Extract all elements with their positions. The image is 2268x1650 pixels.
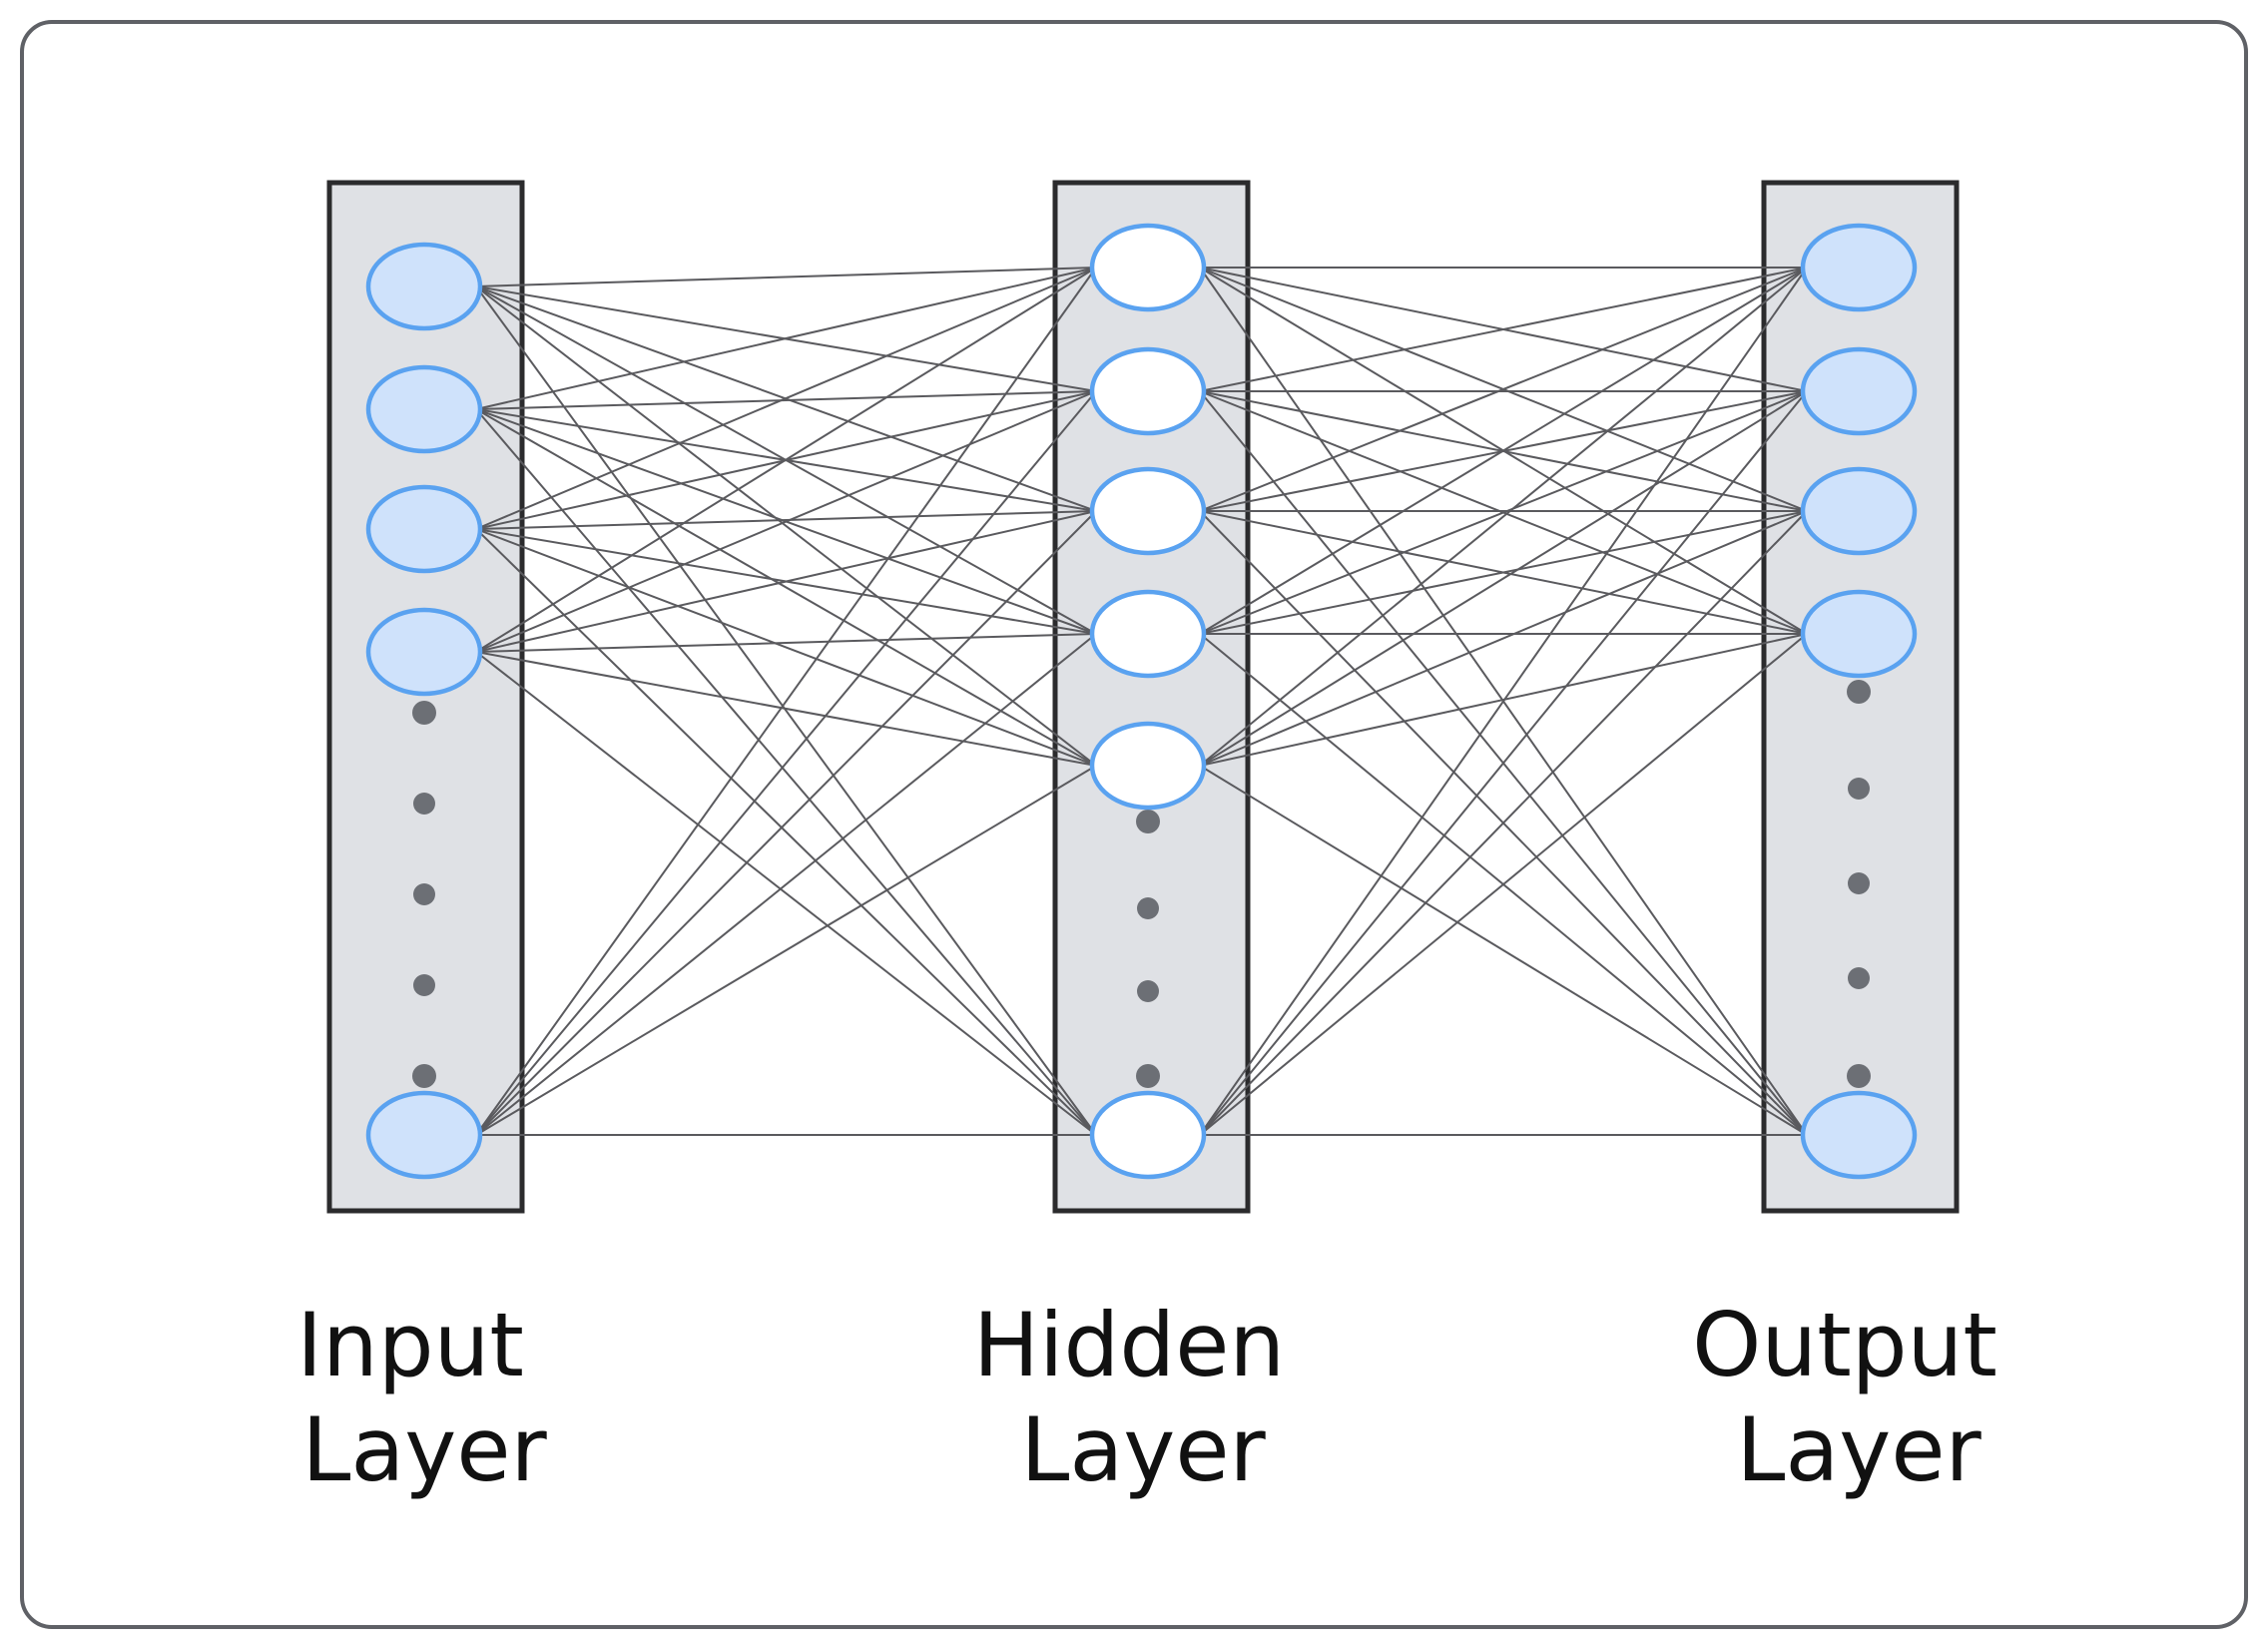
neurons [365, 223, 1918, 1180]
input-ellipsis-dot [412, 1064, 436, 1088]
output-ellipsis-dot [1848, 872, 1870, 894]
hidden-neuron-6 [1089, 1090, 1207, 1180]
output-neuron-5 [1800, 1090, 1918, 1180]
hidden-label-line2: Layer [1020, 1398, 1266, 1501]
connection-hidden-5-output-1 [1199, 390, 1808, 1136]
output-neuron-4 [1800, 589, 1918, 679]
connection-hidden-5-output-0 [1199, 267, 1808, 1136]
input-label-line2: Layer [301, 1398, 547, 1501]
hidden-neuron-5 [1089, 721, 1207, 811]
hidden-neuron-1 [1089, 223, 1207, 312]
connection-input-3-hidden-5 [475, 651, 1097, 1136]
output-layer-label: Output Layer [1692, 1294, 2025, 1501]
output-neuron-2 [1800, 346, 1918, 436]
connection-hidden-5-output-3 [1199, 633, 1808, 1136]
input-ellipsis-dot [413, 793, 435, 815]
output-neuron-1 [1800, 223, 1918, 312]
input-ellipsis-dot [413, 974, 435, 996]
connection-input-1-hidden-1 [475, 390, 1097, 410]
hidden-label-line1: Hidden [973, 1294, 1285, 1396]
input-ellipsis-dot [413, 883, 435, 905]
output-ellipsis-dot [1848, 967, 1870, 989]
hidden-neuron-2 [1089, 346, 1207, 436]
hidden-ellipsis-dot [1136, 810, 1160, 833]
output-label-line2: Layer [1736, 1398, 1982, 1501]
connection-hidden-3-output-1 [1199, 390, 1808, 635]
output-ellipsis-dot [1848, 778, 1870, 800]
input-neuron-1 [365, 242, 483, 331]
connection-hidden-4-output-1 [1199, 390, 1808, 767]
connection-input-3-hidden-0 [475, 267, 1097, 653]
connection-input-2-hidden-0 [475, 267, 1097, 530]
connection-hidden-4-output-0 [1199, 267, 1808, 767]
input-neuron-2 [365, 364, 483, 454]
connection-hidden-4-output-4 [1199, 765, 1808, 1136]
output-neuron-3 [1800, 466, 1918, 556]
connection-input-3-hidden-1 [475, 390, 1097, 653]
output-ellipsis-dot [1847, 680, 1871, 704]
connection-input-3-hidden-2 [475, 510, 1097, 653]
input-neuron-5 [365, 1090, 483, 1180]
input-label-line1: Input [296, 1294, 524, 1396]
connection-input-1-hidden-5 [475, 408, 1097, 1136]
input-ellipsis-dot [412, 701, 436, 725]
connection-input-4-hidden-0 [475, 267, 1097, 1136]
connection-hidden-5-output-2 [1199, 510, 1808, 1136]
connection-hidden-1-output-0 [1199, 267, 1808, 392]
hidden-ellipsis-dot [1137, 897, 1159, 919]
hidden-ellipsis-dot [1136, 1064, 1160, 1088]
hidden-neuron-3 [1089, 466, 1207, 556]
connection-input-4-hidden-3 [475, 633, 1097, 1136]
ellipsis-dots [412, 680, 1871, 1088]
connection-input-4-hidden-1 [475, 390, 1097, 1136]
connection-input-0-hidden-4 [475, 285, 1097, 767]
output-ellipsis-dot [1847, 1064, 1871, 1088]
connection-input-3-hidden-3 [475, 633, 1097, 653]
connection-input-2-hidden-5 [475, 528, 1097, 1136]
connection-hidden-2-output-0 [1199, 267, 1808, 512]
hidden-ellipsis-dot [1137, 980, 1159, 1002]
connection-hidden-4-output-2 [1199, 510, 1808, 767]
input-neuron-3 [365, 484, 483, 574]
connection-hidden-3-output-2 [1199, 510, 1808, 635]
connections [475, 267, 1808, 1136]
output-label-line1: Output [1692, 1294, 1997, 1396]
connection-input-0-hidden-5 [475, 285, 1097, 1136]
layer-labels: Input Layer Hidden Layer Output Layer [296, 1294, 2025, 1501]
input-neuron-4 [365, 607, 483, 697]
connection-hidden-3-output-0 [1199, 267, 1808, 635]
connection-input-2-hidden-4 [475, 528, 1097, 767]
hidden-neuron-4 [1089, 589, 1207, 679]
input-layer-box [326, 180, 525, 1214]
hidden-layer-label: Hidden Layer [973, 1294, 1313, 1501]
connection-input-0-hidden-0 [475, 267, 1097, 287]
connection-input-1-hidden-0 [475, 267, 1097, 410]
hidden-layer-box [1052, 180, 1251, 1214]
input-layer-label: Input Layer [296, 1294, 552, 1501]
connection-input-4-hidden-2 [475, 510, 1097, 1136]
connection-input-4-hidden-4 [475, 765, 1097, 1136]
connection-input-3-hidden-4 [475, 651, 1097, 767]
connection-input-1-hidden-4 [475, 408, 1097, 767]
